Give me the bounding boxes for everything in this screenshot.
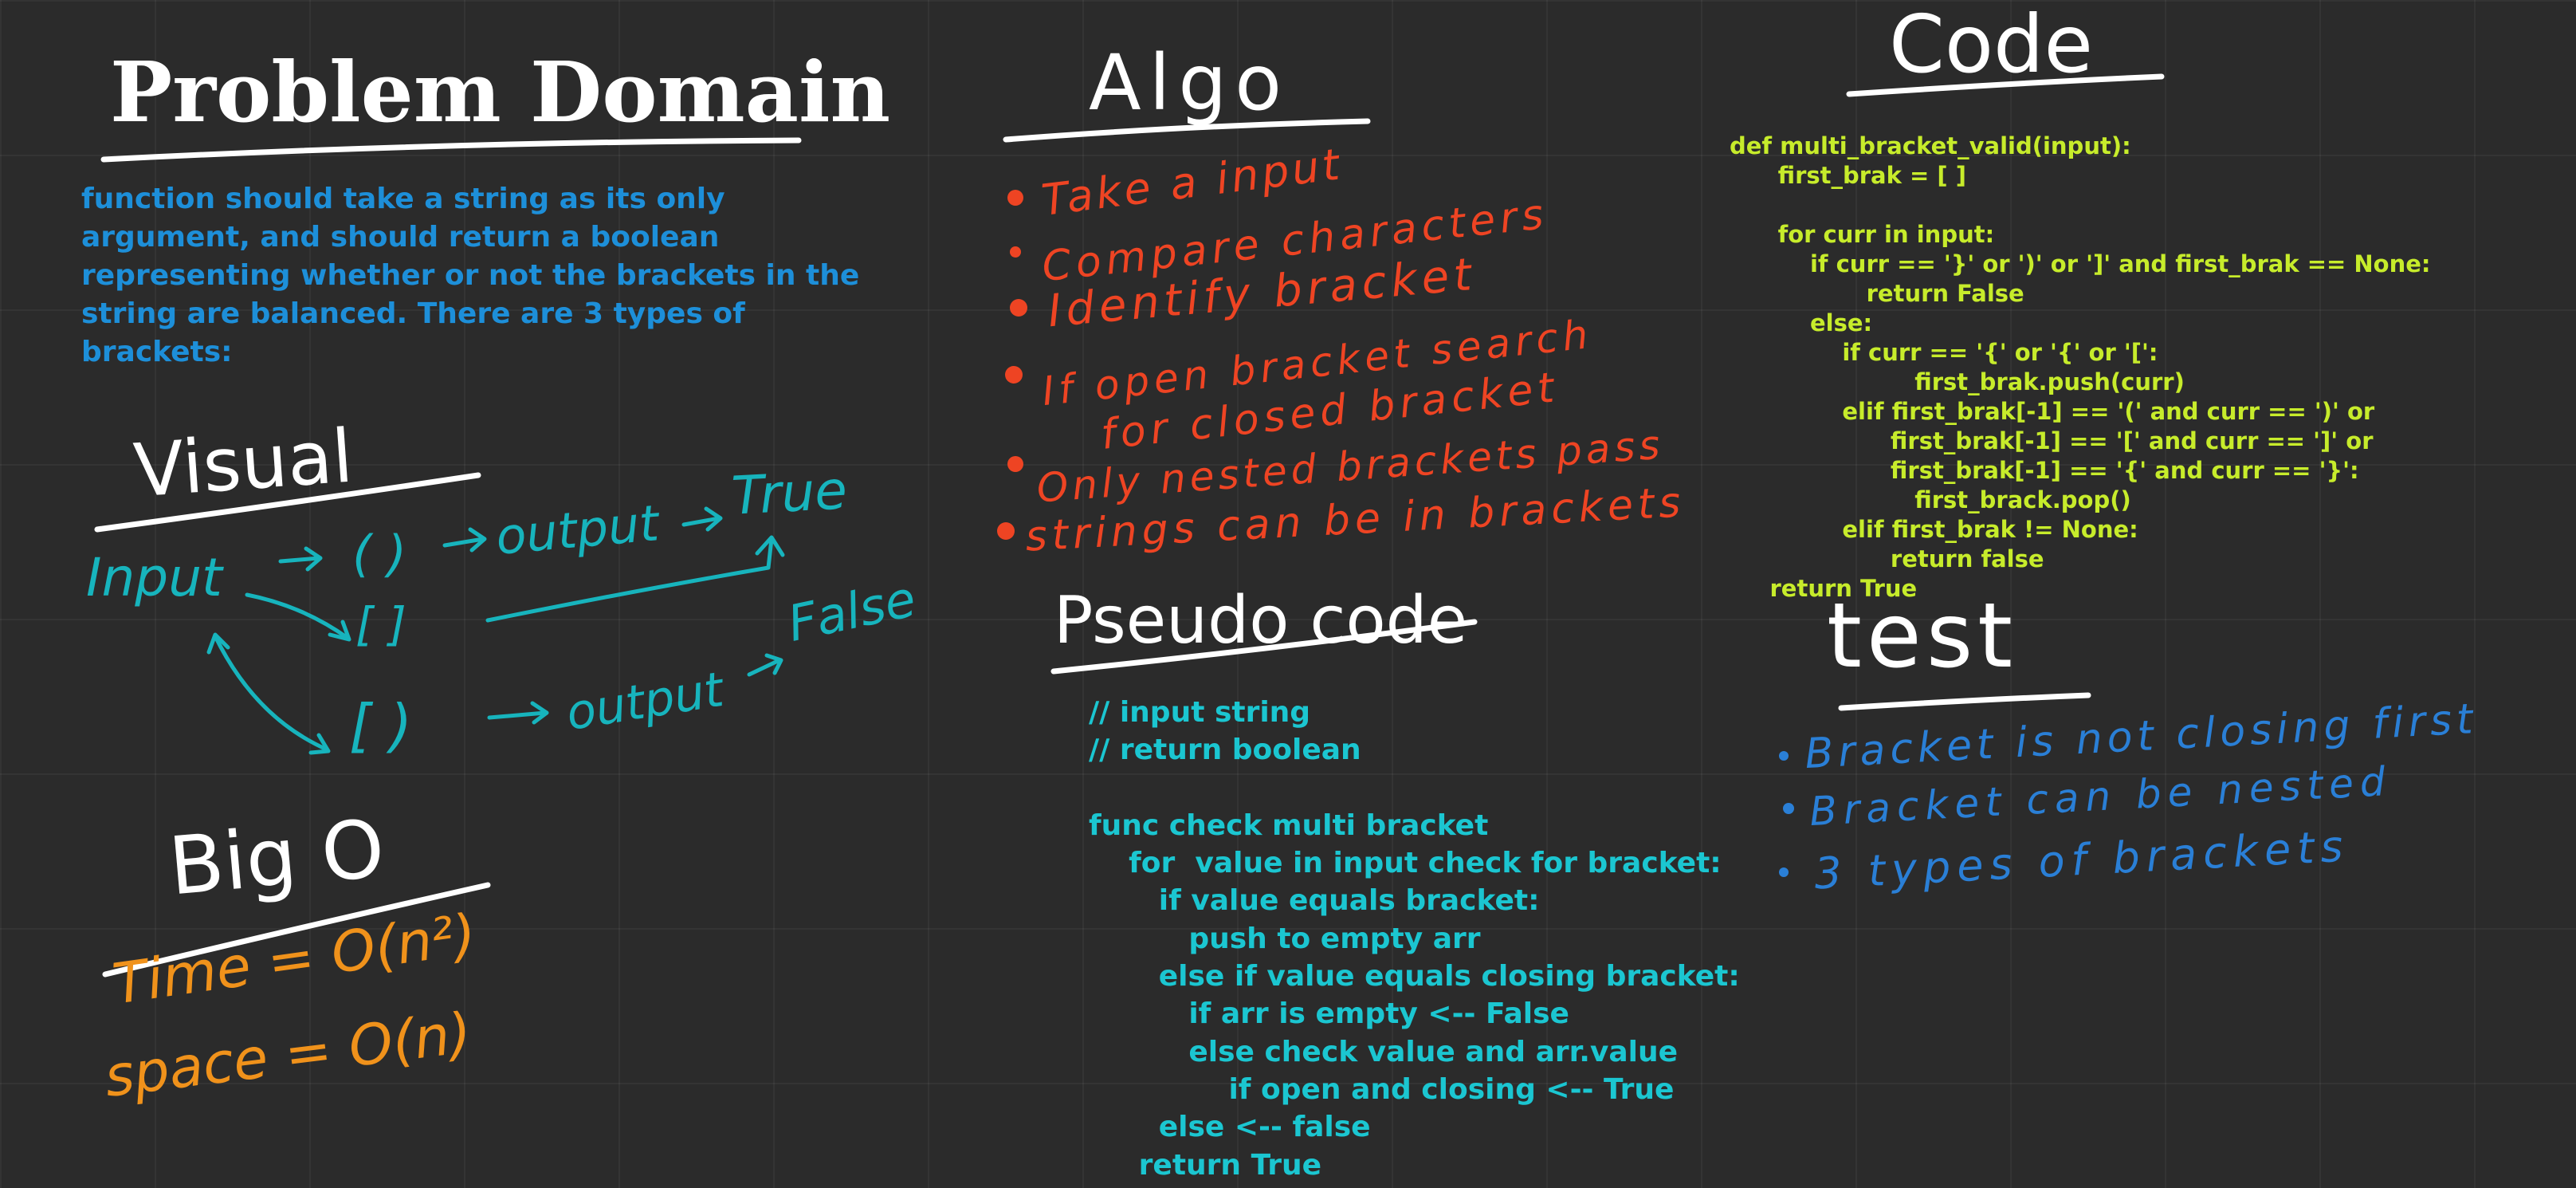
pseudo-code-line-9: if arr is empty <-- False: [1089, 997, 1569, 1031]
code-line-9: first_brak.push(curr): [1730, 368, 2185, 395]
code-line-7: else:: [1730, 309, 1873, 336]
visual-true-label: True: [730, 459, 849, 527]
code-line-8: if curr == '{' or '{' or '[':: [1730, 339, 2158, 366]
test-bullets: [1779, 751, 1794, 877]
code-line-11: first_brak[-1] == '[' and curr == ']' or: [1730, 427, 2374, 454]
code-line-4: for curr in input:: [1730, 221, 1995, 248]
pseudo-code-line-8: else if value equals closing bracket:: [1089, 960, 1740, 993]
problem-domain-underline: [100, 137, 802, 163]
pseudo-code-line-10: else check value and arr.value: [1089, 1035, 1679, 1068]
visual-input-label: Input: [86, 547, 222, 608]
algo-underline: [1003, 118, 1371, 143]
code-line-2: first_brak = [ ]: [1730, 162, 1967, 189]
test-title: test: [1827, 584, 2018, 688]
visual-square-brackets: [ ]: [355, 597, 406, 651]
pseudo-code-line-7: push to empty arr: [1089, 922, 1481, 955]
code-line-13: first_brack.pop(): [1730, 486, 2131, 513]
code-block: def multi_bracket_valid(input): first_br…: [1730, 132, 2431, 604]
visual-round-brackets: ( ): [352, 525, 407, 583]
code-line-1: def multi_bracket_valid(input):: [1730, 132, 2131, 159]
test-underline: [1838, 692, 2091, 711]
pseudo-code-line-2: // return boolean: [1089, 734, 1361, 767]
big-o-title: Big O: [165, 801, 388, 914]
pseudo-code-line-5: for value in input check for bracket:: [1089, 847, 1722, 880]
pseudo-code-line-12: else <-- false: [1089, 1111, 1371, 1144]
pseudo-code-title: Pseudo code: [1054, 583, 1468, 659]
pseudo-code-line-11: if open and closing <-- True: [1089, 1072, 1675, 1106]
pseudo-code-line-13: return True: [1089, 1148, 1321, 1182]
pseudo-code-line-3: [1089, 769, 1740, 807]
problem-domain-title: Problem Domain: [110, 43, 891, 141]
pseudo-code-line-4: func check multi bracket: [1089, 808, 1489, 842]
code-title: Code: [1889, 0, 2094, 91]
code-underline: [1846, 73, 2165, 97]
visual-underline: [94, 472, 481, 533]
code-line-6: return False: [1730, 280, 2024, 307]
visual-mismatched-brackets: [ ): [349, 692, 413, 759]
big-o-underline: [102, 882, 491, 978]
algo-bullets: [997, 190, 1027, 540]
visual-arrows: [206, 506, 785, 755]
code-line-3: [1730, 191, 2431, 220]
pseudo-code-block: // input string // return boolean func ch…: [1089, 694, 1740, 1184]
problem-domain-description: function should take a string as its onl…: [81, 183, 860, 368]
algo-title: Algo: [1089, 38, 1290, 128]
pseudo-code-underline: [1050, 619, 1478, 675]
code-line-10: elif first_brak[-1] == '(' and curr == '…: [1730, 398, 2375, 425]
code-line-14: elif first_brak != None:: [1730, 516, 2138, 543]
code-line-12: first_brak[-1] == '{' and curr == '}':: [1730, 457, 2359, 484]
code-line-16: return True: [1730, 575, 1918, 602]
visual-output-true-label: output: [493, 494, 662, 566]
pseudo-code-line-1: // input string: [1089, 696, 1311, 729]
code-line-15: return false: [1730, 545, 2044, 572]
code-line-5: if curr == '}' or ')' or ']' and first_b…: [1730, 250, 2431, 277]
pseudo-code-line-6: if value equals bracket:: [1089, 884, 1540, 918]
visual-title: Visual: [131, 413, 356, 514]
